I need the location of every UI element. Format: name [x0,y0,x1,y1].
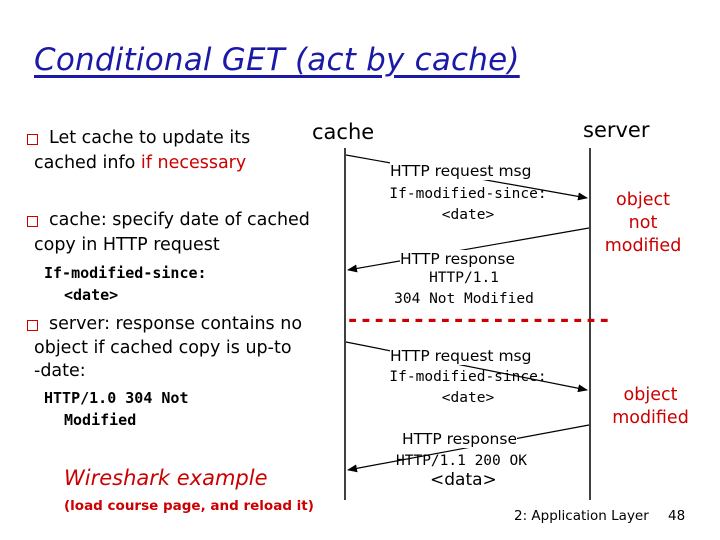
request-2-title: HTTP request msg [390,347,532,365]
request-2-header: If-modified-since: <date> [380,367,556,409]
bullet-3-line-2: object if cached copy is up-to [34,338,292,358]
note-1-line-1: object [616,190,670,210]
server-label: server [583,118,650,142]
bullet-marker [27,216,38,227]
note-2-line-2: modified [612,408,689,428]
request-1-header-line-1: If-modified-since: [389,186,547,202]
request-2-arrow [345,341,588,393]
response-1-status-line-2: 304 Not Modified [394,291,534,307]
object-not-modified-note: object not modified [598,189,688,258]
note-2-line-1: object [623,385,678,405]
page-number: 48 [668,508,686,524]
note-1-line-3: modified [604,236,682,256]
cache-label: cache [312,120,375,144]
bullet-1-text: cached info [34,153,141,173]
response-1-status: HTTP/1.1 304 Not Modified [376,268,552,310]
response-2-data: <data> [430,470,497,490]
request-1-header-line-2: <date> [441,207,495,223]
bullet-2-code-1: If-modified-since: [44,264,207,282]
response-2-title: HTTP response [402,430,517,448]
request-2-header-line-2: <date> [441,390,495,406]
wireshark-example-title: Wireshark example [64,466,268,490]
bullet-3-code-1: HTTP/1.0 304 Not [44,389,189,407]
bullet-marker [27,320,38,331]
bullet-2-line-2: copy in HTTP request [34,235,220,255]
bullet-3-line-3: -date: [34,361,86,381]
response-2-status: HTTP/1.1 200 OK [396,453,527,469]
response-1-title: HTTP response [400,250,515,268]
bullet-1-emphasis: if necessary [140,153,247,173]
object-modified-note: object modified [603,384,698,430]
bullet-1-line-1: Let cache to update its [49,128,251,148]
request-1-header: If-modified-since: <date> [380,184,556,226]
bullet-marker [27,134,38,145]
bullet-1-line-2: cached info if necessary [34,152,246,174]
bullet-3-code-2: Modified [64,411,137,429]
wireshark-example-subtitle: (load course page, and reload it) [64,498,314,514]
request-1-title: HTTP request msg [390,162,532,180]
footer-section: 2: Application Layer [514,508,649,524]
request-2-header-line-1: If-modified-since: [389,369,547,385]
note-1-line-2: not [628,213,658,233]
response-1-status-line-1: HTTP/1.1 [429,270,499,286]
bullet-3-line-1: server: response contains no [49,314,303,334]
response-1-arrow [347,227,590,273]
bullet-2-code-2: <date> [64,286,119,304]
slide-title: Conditional GET (act by cache) [34,42,520,78]
section-divider: -------------------- [346,308,611,333]
bullet-2-line-1: cache: specify date of cached [49,210,310,230]
